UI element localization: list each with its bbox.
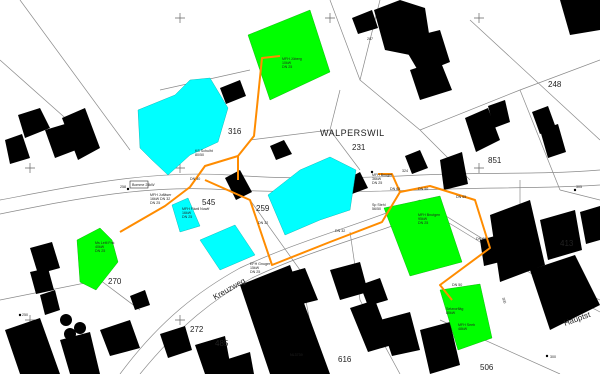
point-number: 287 [367, 37, 373, 41]
parcel-number: 248 [548, 80, 562, 89]
survey-points: 258 300 250 305 300 [18, 170, 582, 359]
parcel-number: 485 [215, 339, 229, 348]
building-label: MFH Fäwil Nuwtf 16kW DN 25 [182, 207, 210, 219]
parcel-numbers: 316 231 248 851 413 545 259 270 272 485 … [108, 37, 574, 372]
building-label: MFH Jüberg 10kW DN 25 [282, 57, 303, 69]
heated-buildings [76, 9, 493, 351]
building-label: KS Schulht 80/50 [195, 149, 214, 157]
public-buildings [137, 77, 357, 271]
point-number: 305 [576, 185, 582, 189]
place-name: WALPERSWIL [320, 128, 385, 138]
building-label: EFH Gnuger 15kW DN 25 [250, 262, 271, 274]
building-label: Sp Stehl 56/50 [372, 203, 387, 211]
parcel-number: 316 [228, 127, 242, 136]
point-number: 250 [22, 313, 28, 317]
other-buildings [5, 0, 600, 374]
point-number: 324 [402, 169, 408, 173]
building-label: MFH Seeb 48kW [458, 323, 476, 331]
parcel-number: 616 [338, 355, 352, 364]
pipe-label: DN 65 [390, 187, 400, 191]
parcel-number: 272 [190, 325, 204, 334]
parcel-number: 231 [352, 143, 366, 152]
pipe-labels: DN 40 DN 32 DN 32 DN 32 DN 50 DN 65 DN 8… [160, 177, 486, 287]
parcel-number: 851 [488, 156, 502, 165]
small-box-marker: Bomme 25kW [129, 180, 155, 189]
plan-reference: NL3739 [290, 353, 303, 357]
pipe-label: DN 32 [160, 197, 170, 201]
pipe-label: DN 40 [190, 177, 200, 181]
pipe-label: DN 32 [335, 229, 345, 233]
pipe-label: DN 50 [418, 187, 428, 191]
parcel-number: 506 [480, 363, 494, 372]
pipe-label: DN 32 [258, 221, 268, 225]
parcel-number: 413 [560, 239, 574, 248]
pipe-label: DN 50 [452, 283, 462, 287]
pipe-label: DN 80 [476, 237, 486, 241]
point-number: 300 [550, 355, 556, 359]
building-label: MFH Jufläser 16kW DN 25 [150, 193, 172, 205]
building-label: MFH Bnuget 36kW DN 25 [372, 173, 393, 185]
parcel-number: 259 [256, 204, 270, 213]
parcel-number: 545 [202, 198, 216, 207]
parcel-number: 270 [108, 277, 122, 286]
pipe-label: DN 65 [456, 195, 466, 199]
box-label: Bomme 25kW [132, 183, 155, 187]
point-number: 258 [120, 185, 126, 189]
building-label: Setzrorfläg 80kW [446, 307, 464, 315]
building-label: Ms Leltl Fnk 40kW DN 25 [95, 241, 115, 253]
point-number: 300 [501, 297, 507, 304]
building-label: MFH Bnutgen 95kW DN 25 [418, 213, 441, 225]
building-labels: MFH Jüberg 10kW DN 25 KS Schulht 80/50 M… [95, 57, 476, 331]
heating-pipeline [119, 55, 491, 301]
